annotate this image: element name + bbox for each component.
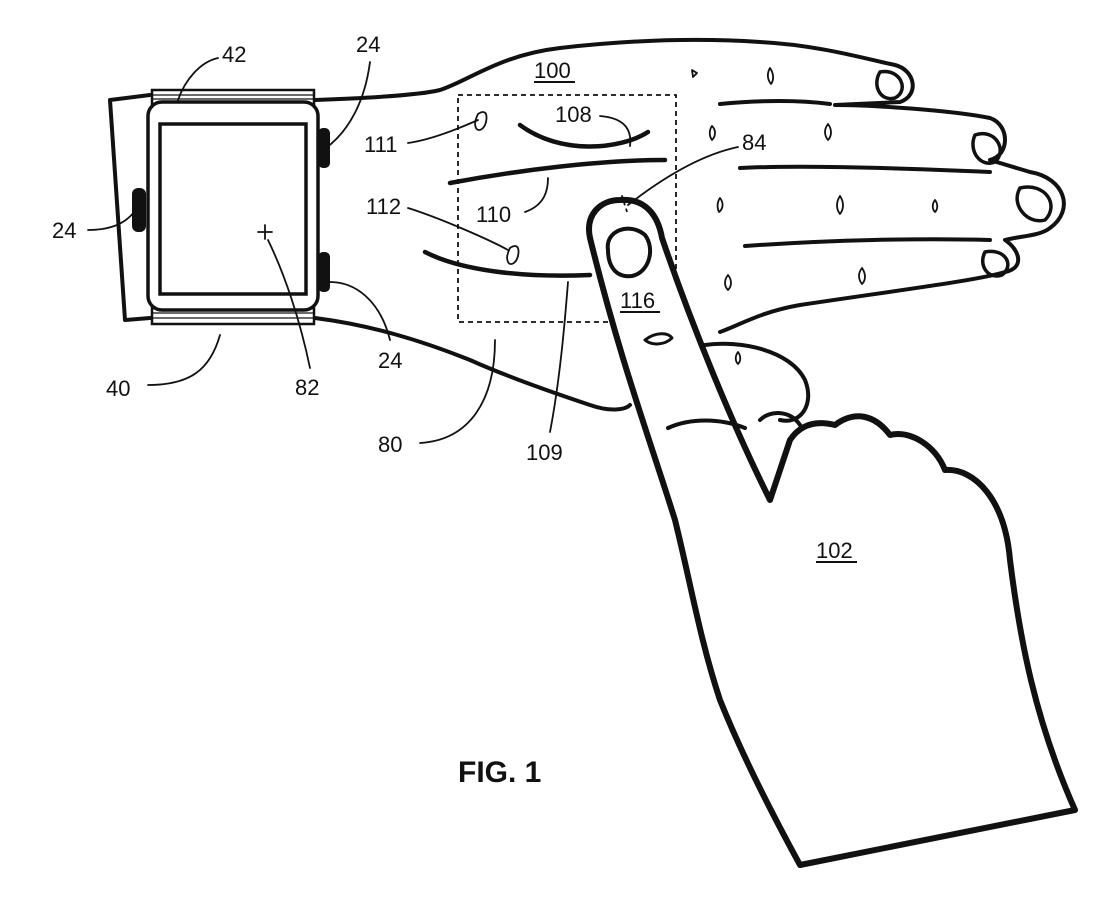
label-109: 109 [526, 440, 563, 465]
touching-hand-outline [586, 196, 1078, 868]
label-111: 111 [364, 132, 397, 157]
skin-marks [474, 67, 939, 365]
fingernail-2 [971, 131, 1002, 165]
finger-crease-1 [718, 99, 832, 106]
label-40: 40 [106, 376, 130, 401]
fingernail-1 [875, 69, 904, 101]
leader-108 [599, 115, 632, 147]
touching-fingernail [605, 226, 653, 279]
wearing-hand-outline [108, 38, 1066, 412]
label-42: 42 [222, 42, 246, 67]
label-24-left: 24 [52, 218, 76, 243]
line-110 [447, 157, 668, 186]
figure-caption: FIG. 1 [458, 756, 541, 789]
leader-24-left [87, 211, 135, 231]
leader-80 [419, 339, 496, 444]
label-116: 116 [620, 288, 655, 313]
finger-crease-3 [743, 237, 992, 248]
smart-watch [132, 88, 330, 326]
leader-lines [87, 57, 739, 444]
touch-region-box [457, 94, 677, 323]
label-24-bottom: 24 [378, 348, 402, 373]
line-108 [517, 122, 651, 149]
leader-109 [549, 281, 569, 433]
leader-82 [267, 239, 311, 369]
label-82: 82 [295, 375, 319, 400]
line-109 [422, 249, 593, 278]
label-112: 112 [366, 194, 401, 219]
watch-button-right-bottom [318, 252, 330, 292]
label-80: 80 [378, 432, 402, 457]
label-108: 108 [555, 102, 592, 127]
wearing-hand-thumb [703, 341, 811, 423]
screen-center-cross [257, 224, 273, 240]
label-102: 102 [816, 538, 853, 563]
leader-24-top [325, 61, 371, 149]
leader-110 [524, 177, 549, 213]
leader-84 [627, 146, 739, 206]
watch-screen [158, 122, 308, 296]
watch-button-right-top [318, 128, 330, 168]
fingernail-3 [1015, 185, 1053, 223]
label-100: 100 [534, 58, 571, 83]
leader-111 [407, 119, 479, 144]
touching-hand-crease-1 [666, 418, 747, 430]
touching-hand-crease-3 [643, 332, 674, 346]
fingernail-4 [980, 249, 1010, 278]
leader-112 [407, 207, 509, 251]
label-24-top: 24 [356, 32, 380, 57]
watch-button-left [132, 188, 146, 232]
leader-42 [177, 57, 219, 101]
touching-hand-crease-2 [758, 411, 802, 427]
label-110: 110 [476, 202, 511, 227]
leader-40 [147, 334, 221, 386]
label-84: 84 [742, 130, 766, 155]
leader-116-dots [621, 195, 629, 216]
leader-24-bottom [329, 281, 391, 341]
finger-crease-2 [738, 164, 992, 174]
